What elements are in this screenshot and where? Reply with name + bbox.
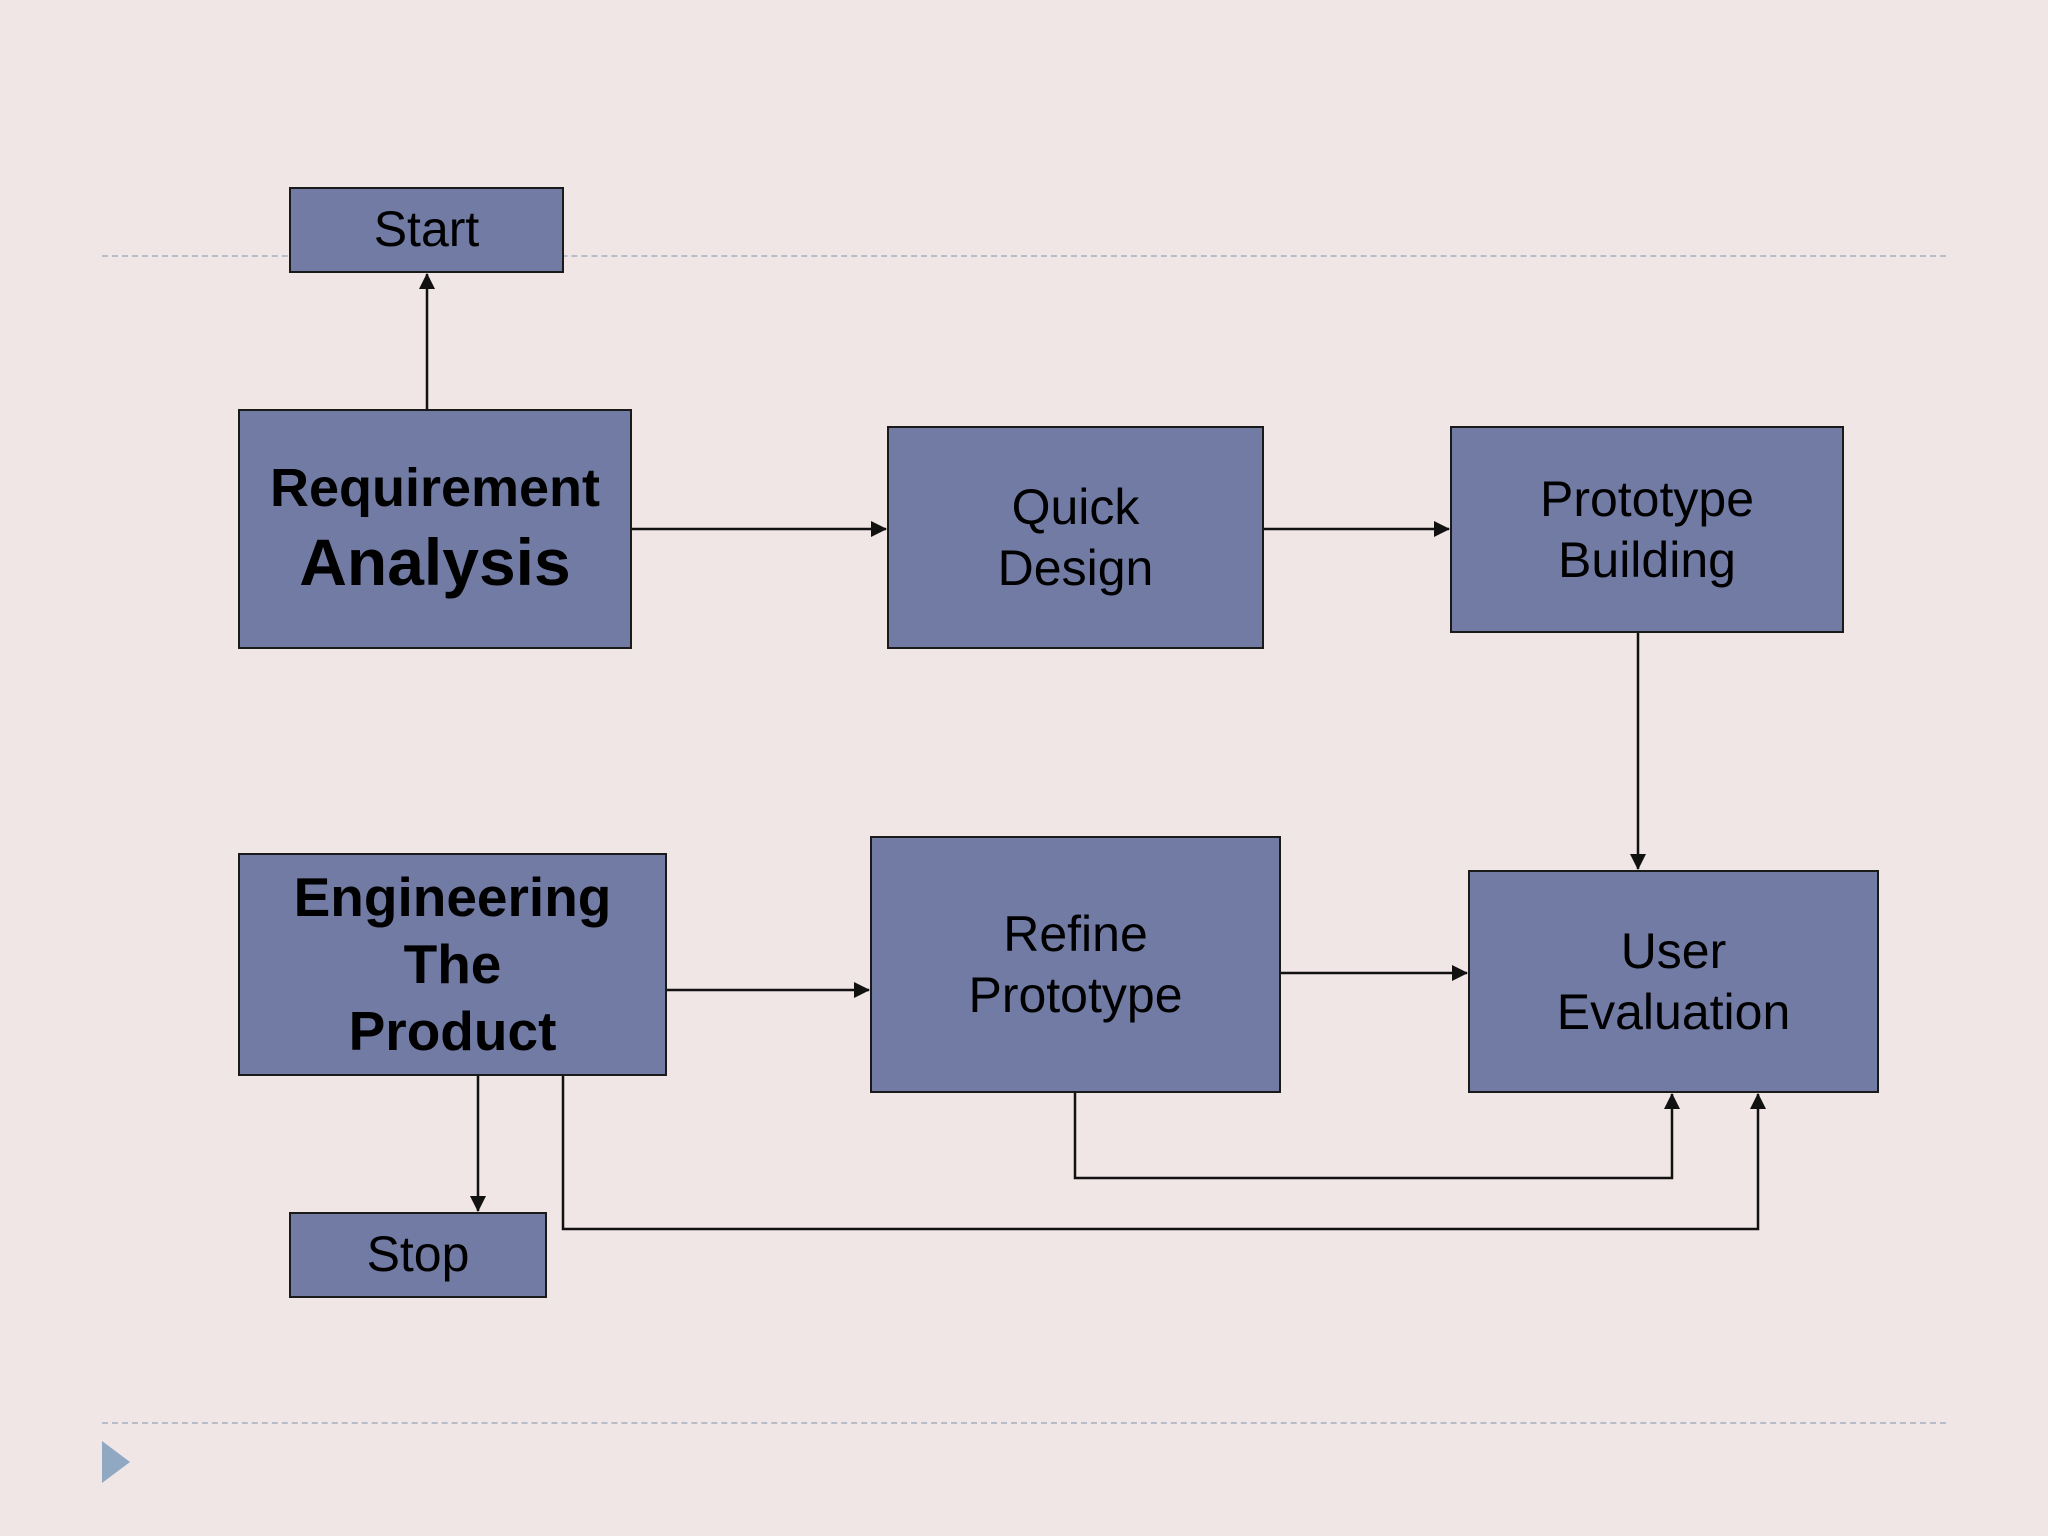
triangle-right-icon[interactable]: [102, 1441, 130, 1483]
edge-refine-loop-to-user: [1073, 1093, 1680, 1180]
edge-eng-loop-to-user: [561, 1076, 1766, 1231]
prototype-building-label: Prototype Building: [1539, 470, 1754, 588]
top-divider: [102, 255, 1946, 257]
quick-design-label: Quick Design: [997, 478, 1154, 596]
prototype-building-node: Prototype Building: [1450, 426, 1844, 633]
refine-prototype-label: Refine Prototype: [968, 905, 1183, 1023]
user-evaluation-node: User Evaluation: [1468, 870, 1879, 1093]
engineering-the-product-label: Engineering The Product: [293, 865, 612, 1063]
requirement-analysis-label-line1: Requirement: [269, 458, 601, 518]
quick-design-node: Quick Design: [887, 426, 1264, 649]
start-label: Start: [373, 201, 480, 258]
start-node: Start: [289, 187, 564, 273]
user-evaluation-label: User Evaluation: [1556, 922, 1791, 1040]
stop-node: Stop: [289, 1212, 547, 1298]
refine-prototype-node: Refine Prototype: [870, 836, 1281, 1093]
requirement-analysis-label-line2: Analysis: [299, 525, 571, 600]
bottom-divider: [102, 1422, 1946, 1424]
stop-label: Stop: [366, 1226, 470, 1283]
engineering-the-product-node: Engineering The Product: [238, 853, 667, 1076]
requirement-analysis-node: Requirement Analysis: [238, 409, 632, 649]
